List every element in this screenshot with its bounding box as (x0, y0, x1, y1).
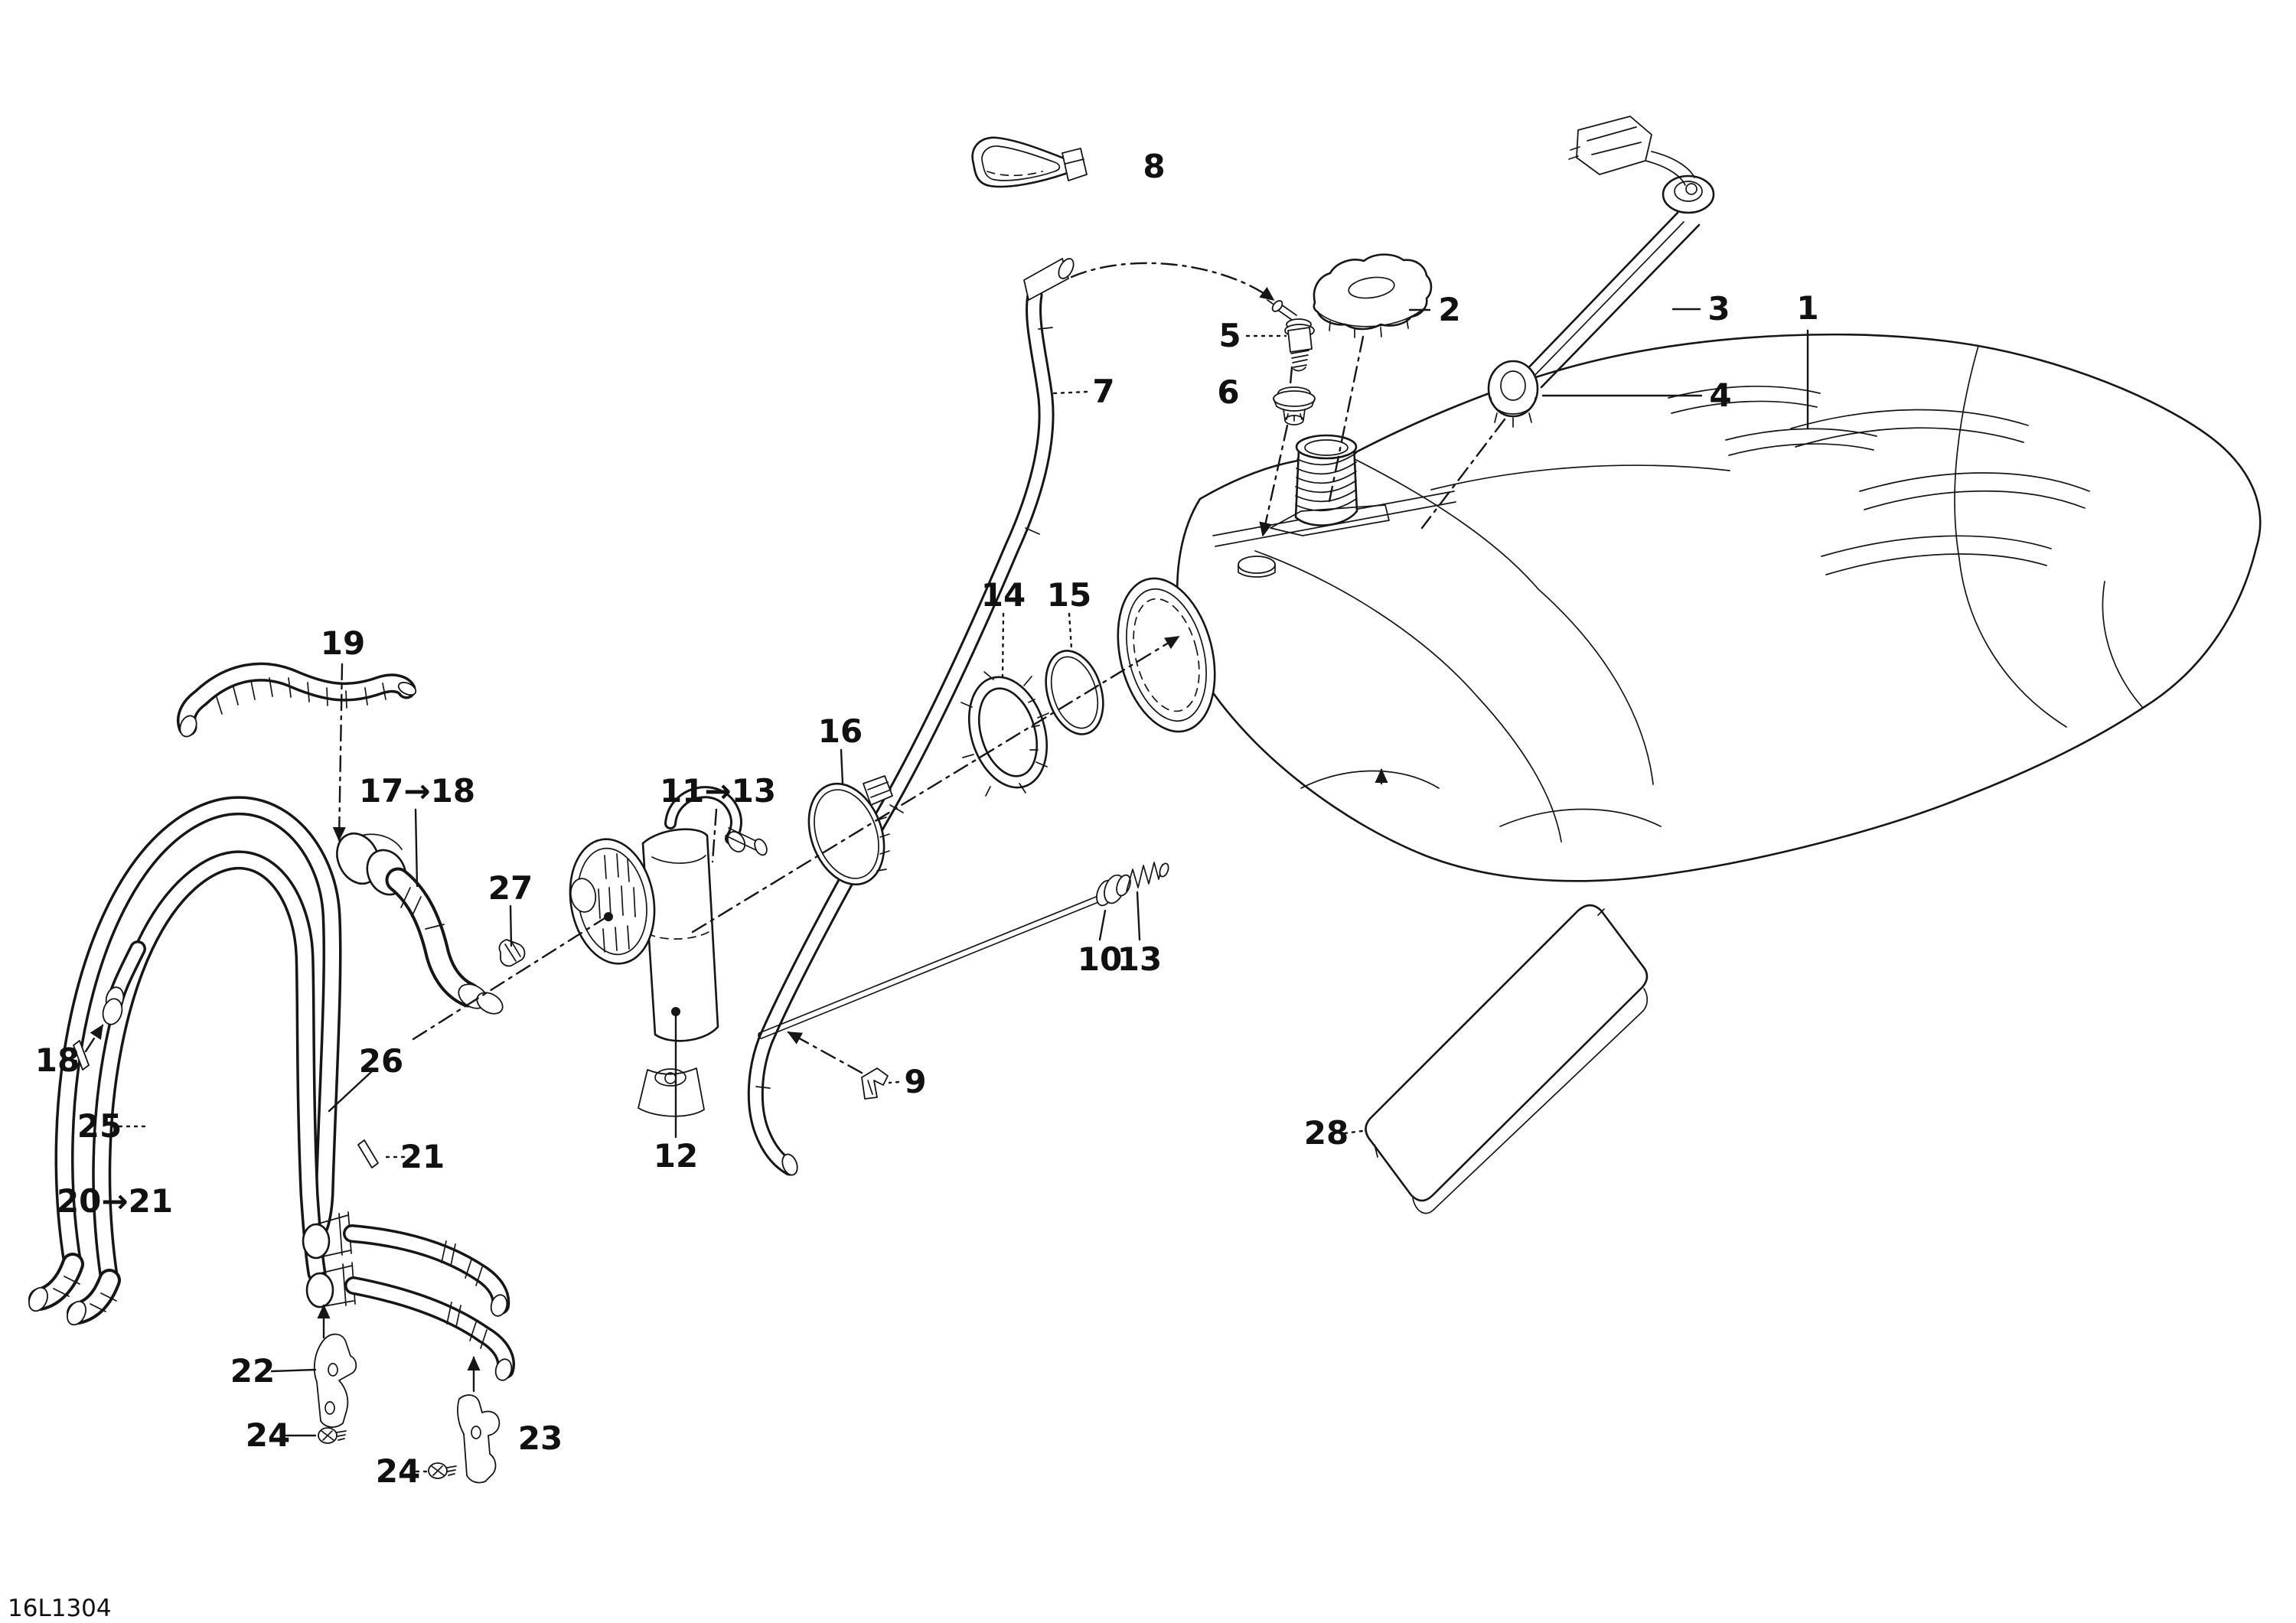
callout-22-leader-1 (270, 1368, 317, 1373)
screw-24b-drawing (428, 1462, 457, 1479)
fuel-tank-drawing (1117, 333, 2262, 882)
callout-8-label: 8 (1143, 148, 1165, 185)
vent-hose-19-drawing (177, 662, 417, 738)
grommet-4-drawing (1487, 360, 1539, 428)
callout-11-13-label: 11→13 (660, 772, 776, 810)
callout-9-leader-2 (787, 1031, 863, 1074)
callout-15-label: 15 (1047, 576, 1091, 614)
fuel-tube-drawing (747, 258, 1075, 1176)
callout-20-21-label: 20→21 (57, 1182, 173, 1220)
rod-and-spring-drawing (758, 862, 1169, 1039)
callout-19-label: 19 (321, 624, 365, 662)
bracket-22-drawing (313, 1333, 357, 1428)
foam-strip-drawing (1365, 904, 1649, 1214)
callout-24a-label: 24 (246, 1416, 290, 1454)
callout-10-label: 10 (1078, 940, 1122, 978)
fuel-sensor-drawing (1267, 299, 1315, 372)
clip-9-drawing (861, 1067, 889, 1100)
callout-21-label: 21 (400, 1138, 445, 1175)
callout-13-leader-1 (1136, 891, 1141, 941)
callout-17-18-leader-1 (414, 808, 419, 888)
callout-19-leader-1 (332, 663, 346, 842)
callout-26-label: 26 (359, 1042, 403, 1080)
callout-18-label: 18 (35, 1041, 80, 1079)
callout-24b-label: 24 (376, 1452, 420, 1490)
callout-6-label: 6 (1217, 373, 1239, 411)
fuel-pump-module-drawing (569, 786, 768, 1117)
clamp-27-drawing (498, 939, 526, 967)
callout-17-18-label: 17→18 (359, 772, 475, 810)
callout-25-label: 25 (77, 1107, 122, 1145)
callout-1-label: 1 (1796, 289, 1818, 327)
pump-inlet-dot (604, 912, 613, 921)
callout-3-label: 3 (1707, 290, 1730, 328)
callout-5-label: 5 (1218, 317, 1241, 354)
callout-7-leader-1 (1052, 390, 1088, 395)
callout-7-label: 7 (1092, 373, 1114, 410)
callout-2-leader-2 (1328, 335, 1365, 503)
lock-ring-14-drawing (960, 671, 1049, 797)
callout-16-label: 16 (818, 712, 863, 750)
callout-27-label: 27 (488, 869, 533, 907)
callout-22-label: 22 (230, 1352, 275, 1390)
vent-tube-drawing (1521, 116, 1715, 389)
callout-27-leader-1 (509, 904, 513, 947)
callout-28-leader-1 (1343, 1129, 1364, 1135)
screw-24a-drawing (318, 1427, 347, 1444)
bracket-23-drawing (457, 1394, 501, 1484)
callout-2-label: 2 (1438, 291, 1460, 328)
tube-to-sensor-routing-arc (1070, 262, 1275, 301)
callout-12-label: 12 (654, 1137, 698, 1175)
callout-11-13-leader-1 (711, 808, 718, 863)
pump-assembly-axis (691, 635, 1180, 934)
pin-21-drawing (357, 1139, 379, 1168)
callout-16-leader-1 (840, 748, 844, 785)
callout-10-leader-1 (1098, 909, 1107, 941)
o-ring-15-drawing (1045, 650, 1104, 735)
callout-18-leader-2 (84, 1024, 104, 1053)
callout-13-label: 13 (1117, 940, 1162, 978)
callout-9-label: 9 (904, 1063, 926, 1100)
callout-15-leader-1 (1068, 612, 1073, 650)
callout-26-leader-1 (328, 1070, 373, 1113)
document-code: 16L1304 (8, 1595, 112, 1622)
hose-clamp-16-drawing (807, 775, 893, 886)
pin-18-drawing (73, 1040, 90, 1071)
fuel-cap-drawing (1313, 253, 1433, 338)
callout-4-label: 4 (1709, 376, 1731, 414)
hose-assembly-drawing (28, 796, 515, 1381)
callout-6-leader-1 (1289, 366, 1293, 386)
grommet-6-drawing (1273, 386, 1316, 425)
callout-28-label: 28 (1304, 1114, 1349, 1152)
clamp-27-axis (412, 917, 606, 1041)
callout-23-label: 23 (518, 1419, 563, 1457)
canister-ref-dot (671, 1007, 680, 1016)
callout-14-label: 14 (981, 576, 1026, 614)
retainer-clip-drawing (971, 136, 1088, 188)
callout-3-leader-2 (1420, 418, 1506, 530)
callout-9-leader-1 (888, 1080, 900, 1084)
callout-6-leader-2 (1259, 424, 1289, 537)
